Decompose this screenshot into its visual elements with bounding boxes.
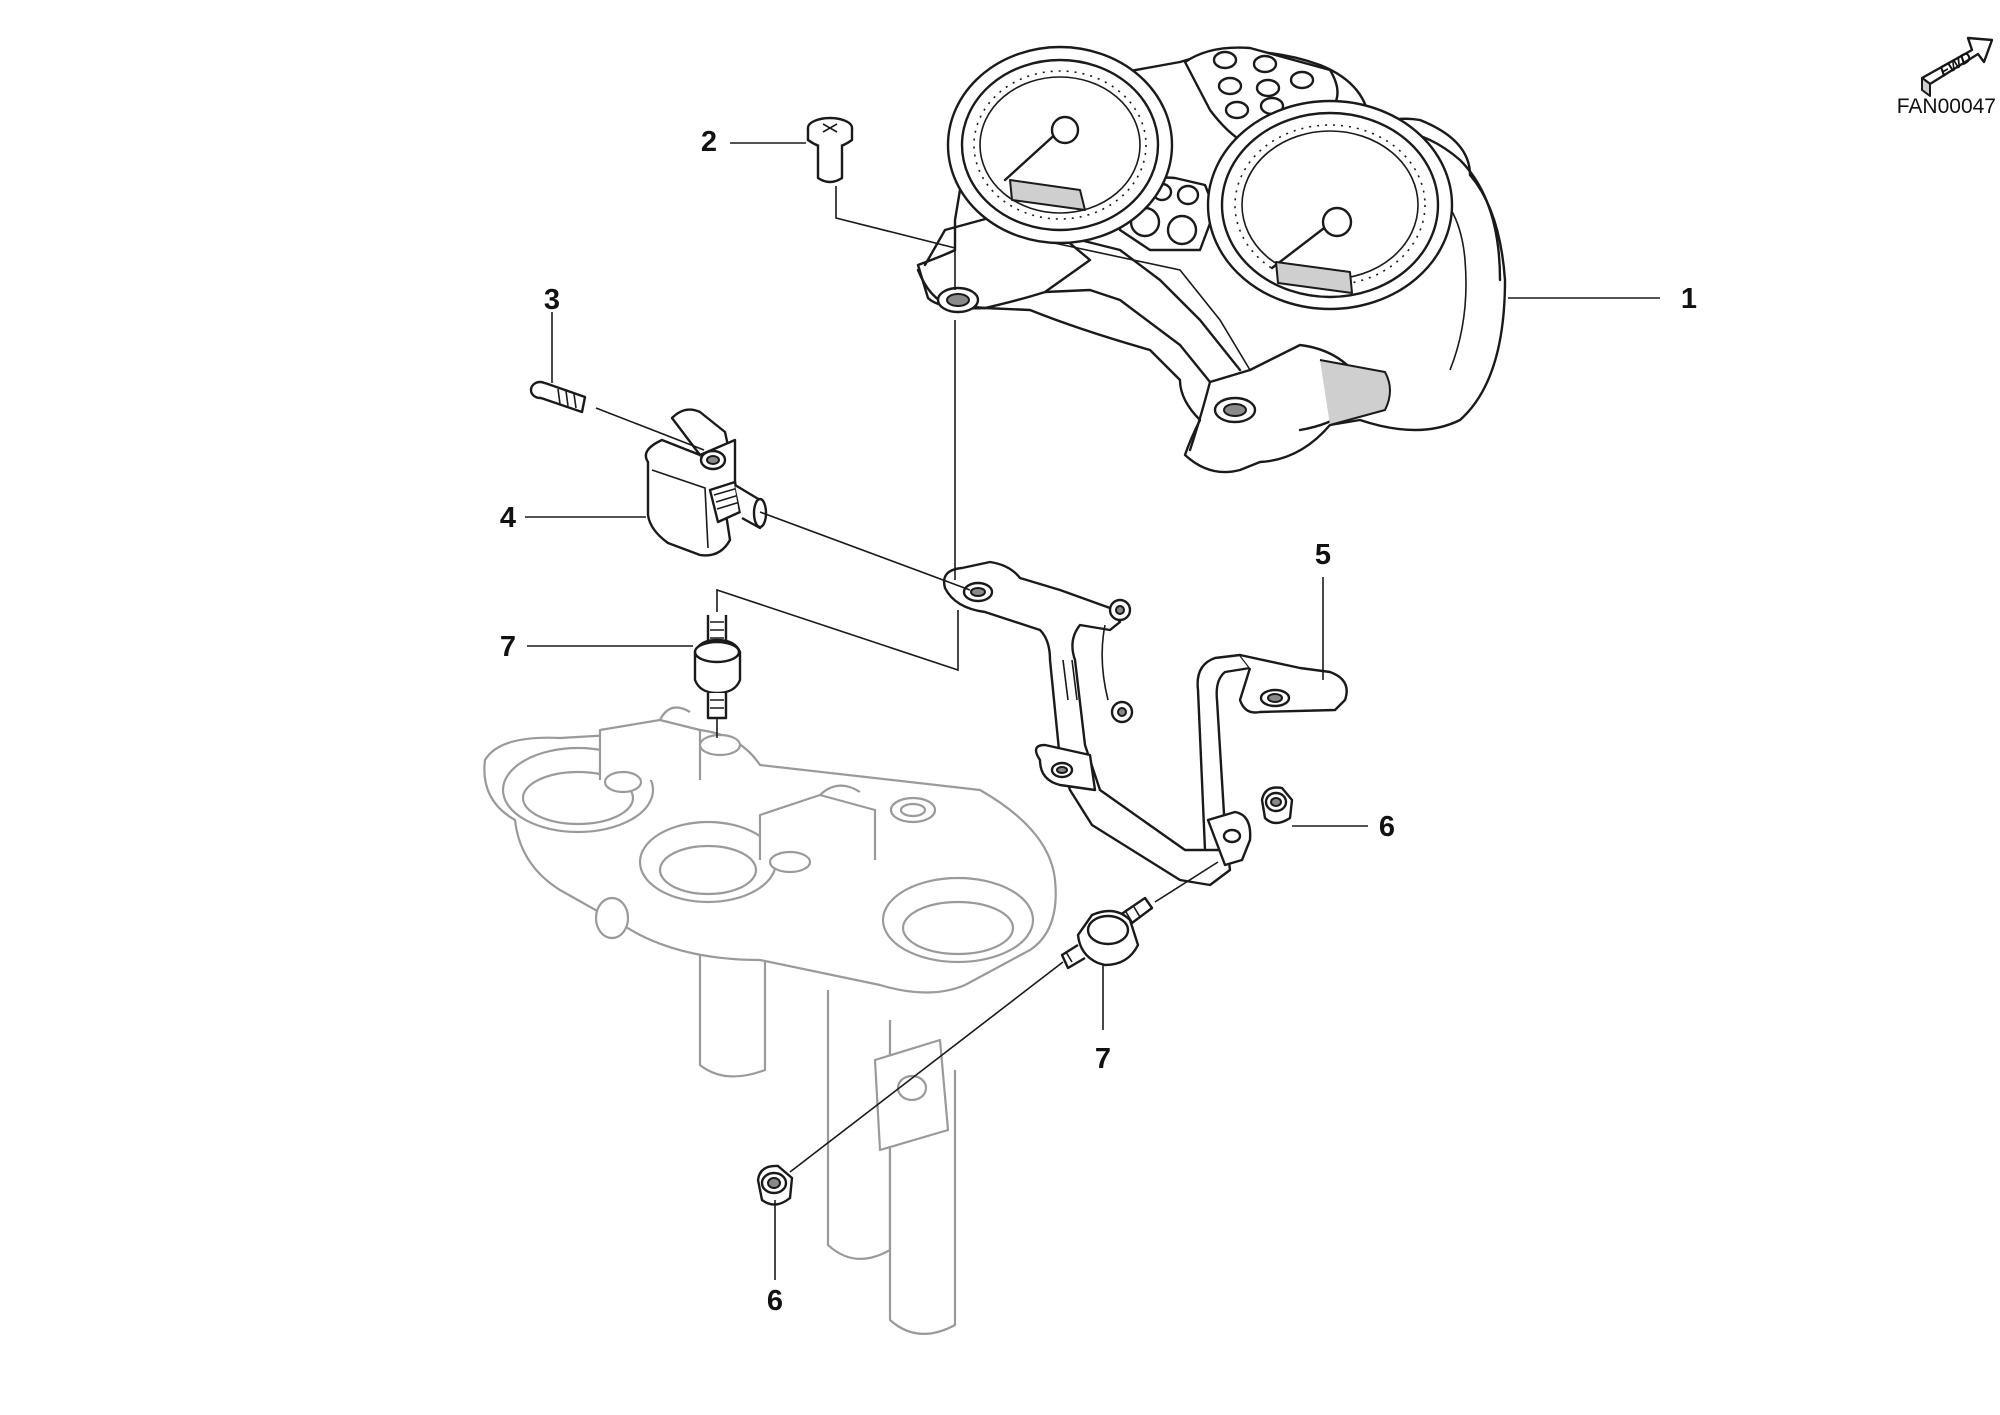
callout-7-lower: 7 [1095,1043,1111,1075]
callout-5: 5 [1315,539,1331,571]
assembly-guides [595,186,1219,1173]
callout-leaders [525,142,1660,1280]
callout-1: 1 [1681,283,1697,315]
fwd-arrow-icon: FWD [1920,36,1994,97]
sensor-4 [644,408,768,557]
rubber-mount-7-upper [693,615,742,720]
instrument-cluster [916,45,1507,474]
callout-2: 2 [701,126,717,158]
fork-yoke-ghost [483,706,1057,1335]
reference-code: FAN00047 [1897,95,1996,118]
callout-7-upper: 7 [500,631,516,663]
screw-3 [529,380,587,414]
callout-4: 4 [500,502,516,534]
callout-3: 3 [544,284,560,316]
callout-6-lower: 6 [767,1285,783,1317]
callout-6-upper: 6 [1379,811,1395,843]
nut-6-upper [1260,786,1294,825]
bracket-5 [942,560,1348,887]
nut-6-lower [756,1164,794,1206]
screw-2 [806,116,854,184]
rubber-mount-7-lower [1060,896,1154,970]
